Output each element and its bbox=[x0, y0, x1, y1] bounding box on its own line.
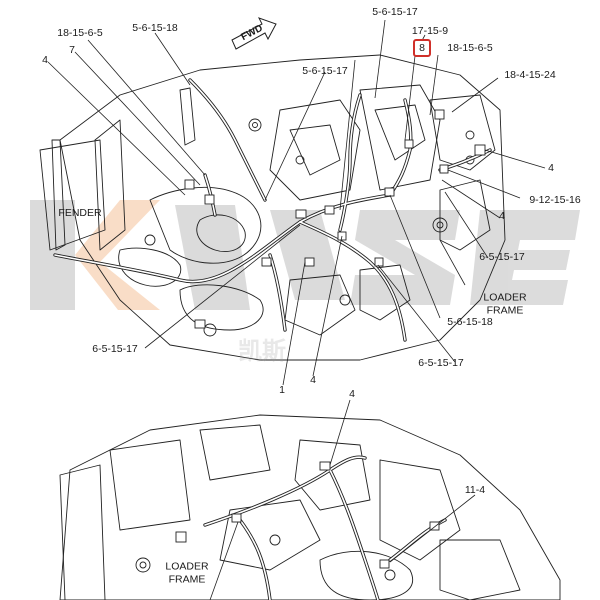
callout-4: 4 bbox=[548, 161, 554, 174]
watermark-cn-text: 凯斯 bbox=[238, 338, 286, 365]
callout-17-15-9: 17-15-9 bbox=[411, 24, 449, 37]
callout-11-4: 11-4 bbox=[464, 483, 486, 496]
callout-4: 4 bbox=[349, 387, 355, 400]
callout-loader-frame: LOADER FRAME bbox=[165, 560, 208, 585]
callout-7: 7 bbox=[69, 43, 75, 56]
callout-loader-frame-text: LOADER FRAME bbox=[483, 291, 527, 316]
lower-frame-outline bbox=[59, 414, 561, 600]
callout-8-highlighted: 8 bbox=[413, 39, 431, 57]
callout-6-5-15-17: 6-5-15-17 bbox=[92, 342, 138, 355]
engine-outline bbox=[59, 54, 506, 361]
callout-6-5-15-17: 6-5-15-17 bbox=[479, 250, 525, 263]
callout-5-6-15-18: 5-6-15-18 bbox=[447, 315, 493, 328]
callout-4: 4 bbox=[42, 53, 48, 66]
callout-4: 4 bbox=[310, 373, 316, 386]
fwd-arrow bbox=[231, 17, 277, 50]
fender-plate bbox=[39, 139, 106, 251]
callout-18-15-6-5: 18-15-6-5 bbox=[447, 41, 493, 54]
callout-5-6-15-17: 5-6-15-17 bbox=[372, 5, 418, 18]
callout-18-15-6-5: 18-15-6-5 bbox=[57, 26, 103, 39]
callout-loader-frame: LOADER FRAME bbox=[483, 291, 526, 316]
callout-loader-frame-text: LOADER FRAME bbox=[165, 560, 209, 585]
callout-1: 1 bbox=[279, 383, 285, 396]
callout-5-6-15-18: 5-6-15-18 bbox=[132, 21, 178, 34]
callout-9-12-15-16: 9-12-15-16 bbox=[529, 193, 581, 206]
callout-6-5-15-17: 6-5-15-17 bbox=[418, 356, 464, 369]
callout-18-4-15-24: 18-4-15-24 bbox=[504, 68, 556, 81]
callout-fender: FENDER bbox=[58, 206, 102, 219]
callout-4: 4 bbox=[499, 209, 505, 222]
callout-5-6-15-17: 5-6-15-17 bbox=[302, 64, 348, 77]
